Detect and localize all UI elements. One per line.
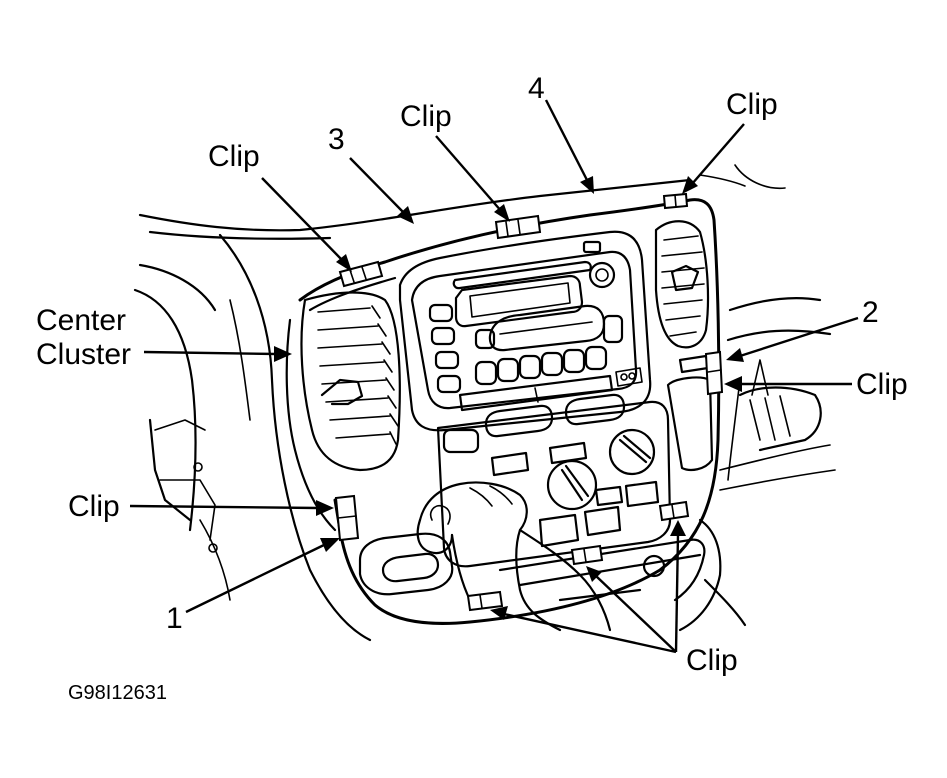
label-clip-top-left: Clip <box>208 140 260 173</box>
label-center-line2: Cluster <box>36 338 132 371</box>
label-number-1: 1 <box>166 602 183 635</box>
label-clip-bottom: Clip <box>686 644 738 677</box>
clip-markers <box>334 192 724 612</box>
label-clip-right: Clip <box>856 368 908 401</box>
label-clip-top-right: Clip <box>726 88 778 121</box>
label-clip-left: Clip <box>68 490 120 523</box>
label-number-4: 4 <box>528 72 545 105</box>
label-center-cluster: Center Cluster <box>36 304 131 372</box>
label-center-line1: Center <box>36 304 127 337</box>
label-number-2: 2 <box>862 296 879 329</box>
leader-lines <box>129 99 859 654</box>
label-clip-top-center: Clip <box>400 100 452 133</box>
figure-code: G98I12631 <box>68 682 167 704</box>
label-number-3: 3 <box>328 123 345 156</box>
